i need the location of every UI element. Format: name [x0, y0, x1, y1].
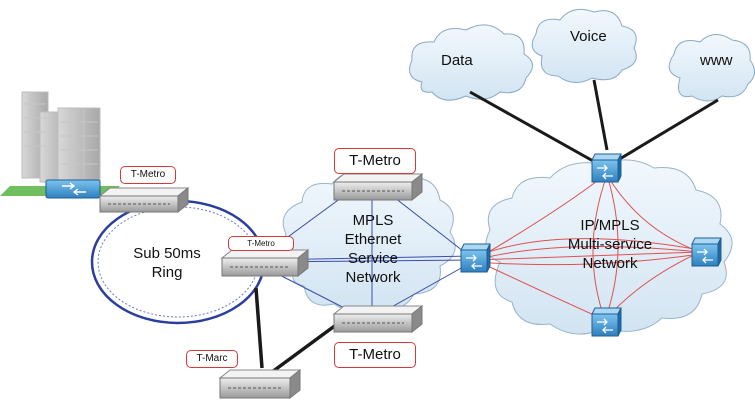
mpls-ethernet-cloud: [282, 168, 456, 312]
t-metro-ring-tag: T-Metro: [228, 236, 294, 251]
ip-mpls-network-label: IP/MPLS Multi-service Network: [550, 216, 670, 273]
ring-label: Sub 50ms Ring: [118, 244, 216, 282]
www-cloud-label: www: [700, 52, 733, 69]
access-links: [254, 287, 342, 374]
ip-mpls-label-line: IP/MPLS: [580, 217, 640, 234]
network-switch-icon: [591, 307, 622, 337]
metro-ethernet-device-icon: [220, 248, 310, 278]
voice-cloud-label: Voice: [570, 28, 607, 45]
t-metro-building-tag: T-Metro: [120, 166, 176, 184]
mpls-label-line: Network: [345, 269, 401, 286]
t-metro-bottom-tag: T-Metro: [334, 342, 416, 368]
network-switch-icon: [460, 243, 491, 273]
metro-ethernet-device-icon: [98, 186, 190, 214]
metro-ethernet-device-icon: [332, 172, 424, 202]
ip-mpls-label-line: Multi-service: [567, 236, 653, 253]
network-switch-icon: [691, 237, 722, 267]
metro-ethernet-device-icon: [332, 304, 424, 334]
ring-label-line: Ring: [151, 264, 183, 281]
data-cloud: [409, 24, 533, 101]
mpls-ethernet-network-label: MPLS Ethernet Service Network: [330, 211, 416, 287]
mpls-label-line: Ethernet: [344, 231, 402, 248]
office-building-icon: [0, 91, 120, 196]
network-switch-icon: [591, 153, 622, 183]
voice-cloud: [531, 8, 637, 83]
mpls-label-line: Service: [347, 250, 399, 267]
t-marc-tag: T-Marc: [186, 350, 238, 368]
t-metro-top-tag: T-Metro: [334, 148, 416, 174]
network-switch-icon: [45, 179, 101, 199]
data-cloud-label: Data: [441, 52, 473, 69]
metro-ethernet-device-icon: [218, 368, 302, 400]
service-links: [469, 79, 719, 168]
ip-mpls-label-line: Network: [582, 255, 638, 272]
mpls-label-line: MPLS: [352, 212, 394, 229]
www-cloud: [668, 34, 755, 102]
ring-label-line: Sub 50ms: [133, 245, 201, 262]
